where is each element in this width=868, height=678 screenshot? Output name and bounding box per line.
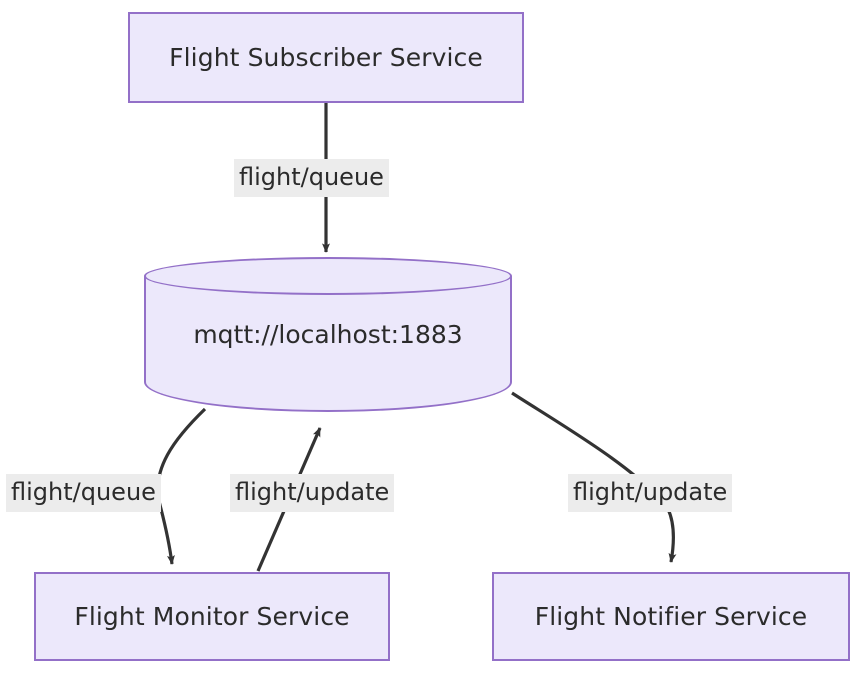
node-label: Flight Notifier Service — [534, 602, 808, 631]
node-flight-subscriber-service[interactable]: Flight Subscriber Service — [128, 12, 524, 103]
cylinder-body — [144, 276, 512, 412]
node-flight-notifier-service[interactable]: Flight Notifier Service — [492, 572, 850, 661]
cylinder-top-ellipse — [144, 257, 512, 295]
node-label: Flight Subscriber Service — [169, 43, 483, 72]
node-mqtt-broker[interactable]: mqtt://localhost:1883 — [144, 257, 512, 412]
edge-label-monitor-to-broker: flight/update — [230, 474, 395, 512]
node-label: Flight Monitor Service — [74, 602, 350, 631]
edge-label-subscriber-to-broker: flight/queue — [234, 159, 389, 197]
node-flight-monitor-service[interactable]: Flight Monitor Service — [34, 572, 390, 661]
edge-label-broker-to-monitor: flight/queue — [6, 474, 161, 512]
edge-broker-to-monitor — [156, 407, 207, 565]
node-label: mqtt://localhost:1883 — [193, 320, 463, 349]
edge-label-broker-to-notifier: flight/update — [568, 474, 733, 512]
